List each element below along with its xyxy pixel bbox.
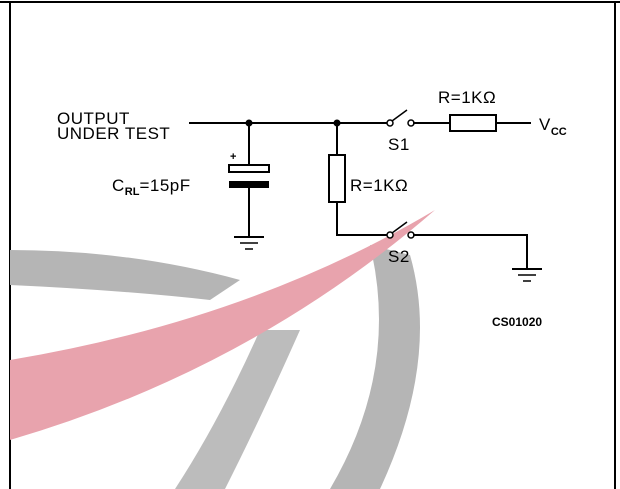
output-label-line1: OUTPUT — [57, 109, 130, 128]
vcc-label: VCC — [539, 115, 567, 138]
resistor-vertical-label: R=1KΩ — [350, 176, 408, 195]
resistor-vertical — [328, 154, 346, 203]
vcc-label-sub: CC — [551, 126, 567, 138]
capacitor-plate-positive — [228, 164, 270, 173]
ground-icon-s2 — [512, 268, 542, 282]
switch-s2 — [386, 221, 415, 239]
output-label-line2: UNDER TEST — [57, 124, 170, 143]
watermark-grey-arc-right — [330, 245, 420, 489]
switch-s1 — [386, 109, 415, 127]
figure-code: CS01020 — [492, 315, 542, 329]
vcc-label-v: V — [539, 115, 551, 134]
resistor-top-label: R=1KΩ — [438, 88, 496, 107]
switch-s2-label: S2 — [388, 247, 410, 266]
ground-icon-capacitor — [234, 236, 264, 250]
capacitor-plate-negative — [229, 181, 269, 188]
capacitor-label: CRL=15pF — [112, 176, 191, 198]
watermark-logo — [10, 210, 435, 489]
capacitor-label-c: C — [112, 176, 125, 195]
capacitor-polarity: + — [230, 151, 236, 163]
capacitor-label-sub: RL — [125, 186, 140, 198]
watermark-grey-arc-bottom — [175, 330, 300, 489]
watermark-grey-arc-left — [10, 250, 240, 300]
switch-s1-label: S1 — [388, 135, 410, 154]
watermark-red-swoosh — [10, 210, 435, 440]
capacitor-label-value: =15pF — [139, 176, 190, 195]
resistor-top — [449, 114, 497, 132]
